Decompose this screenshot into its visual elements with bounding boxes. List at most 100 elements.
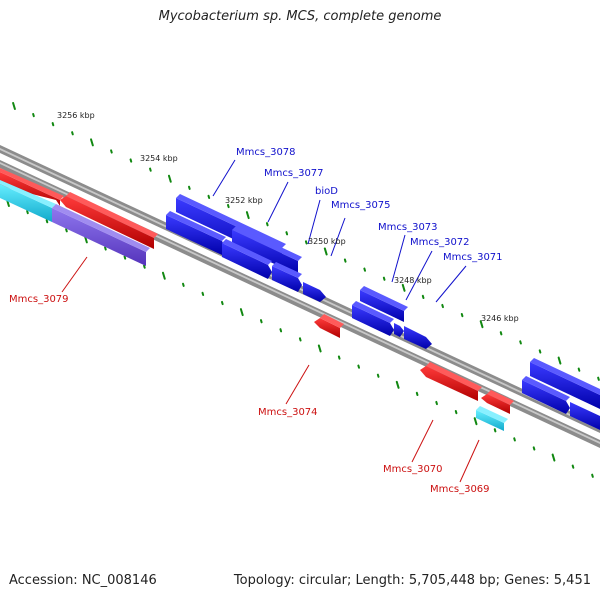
minor-tick: [279, 328, 283, 333]
minor-tick: [415, 391, 419, 397]
minor-tick: [376, 373, 380, 378]
major-tick: [323, 247, 328, 256]
major-tick: [395, 380, 400, 389]
feature-right-fwd-3[interactable]: [570, 402, 600, 430]
feature-mmcs-3073[interactable]: [360, 286, 408, 322]
major-tick: [12, 102, 16, 110]
feature-mmcs-3077[interactable]: [232, 226, 302, 275]
minor-tick: [591, 473, 594, 478]
minor-tick: [265, 222, 269, 227]
minor-tick: [357, 364, 361, 369]
feature-mmcs-3072[interactable]: [352, 301, 394, 336]
minor-tick: [259, 319, 263, 324]
inner-tick-row: [6, 199, 594, 478]
minor-tick: [577, 367, 581, 372]
feature-mmcs-3075[interactable]: [222, 239, 272, 279]
minor-tick: [32, 112, 35, 118]
label-mmcs-3077[interactable]: Mmcs_3077: [264, 168, 324, 179]
feature-mmcs-3070[interactable]: [420, 362, 482, 401]
label-mmcs-3072[interactable]: Mmcs_3072: [410, 237, 470, 248]
label-mmcs-3078[interactable]: Mmcs_3078: [236, 147, 296, 158]
major-tick: [167, 174, 172, 183]
label-mmcs-3074[interactable]: Mmcs_3074: [258, 407, 318, 418]
label-biod[interactable]: bioD: [315, 186, 338, 197]
minor-tick: [226, 203, 230, 209]
minor-tick: [363, 267, 367, 272]
minor-tick: [513, 437, 516, 442]
minor-tick: [499, 331, 503, 336]
feature-mmcs-3069[interactable]: [476, 406, 508, 431]
minor-tick: [532, 446, 536, 451]
major-tick: [317, 344, 322, 353]
label-mmcs-3069[interactable]: Mmcs_3069: [430, 484, 490, 495]
tick-labels: 3256 kbp 3254 kbp 3252 kbp 3250 kbp 3248…: [57, 111, 519, 323]
minor-tick: [26, 209, 29, 215]
feature-mmcs-3074-fwd[interactable]: [272, 262, 302, 292]
minor-tick: [65, 228, 68, 233]
feature-biod[interactable]: [166, 211, 226, 255]
reverse-features: [0, 168, 514, 431]
minor-tick: [493, 428, 497, 433]
minor-tick: [143, 264, 146, 269]
minor-tick: [188, 185, 191, 190]
minor-tick: [220, 300, 224, 306]
minor-tick: [45, 219, 49, 224]
feature-labels: Mmcs_3078 Mmcs_3077 bioD Mmcs_3075 Mmcs_…: [9, 147, 503, 495]
outer-tick-row: [12, 102, 600, 381]
feature-right-fwd-1[interactable]: [530, 358, 600, 409]
minor-tick: [421, 294, 425, 300]
minor-tick: [441, 303, 444, 309]
major-tick: [479, 320, 484, 329]
minor-tick: [71, 131, 74, 136]
genome-summary: Topology: circular; Length: 5,705,448 bp…: [233, 573, 591, 588]
feature-mmcs-3074[interactable]: [314, 314, 344, 338]
label-mmcs-3071[interactable]: Mmcs_3071: [443, 252, 503, 263]
minor-tick: [304, 240, 308, 245]
major-tick: [473, 417, 478, 426]
accession-text: Accession: NC_008146: [9, 573, 157, 588]
major-tick: [551, 453, 556, 462]
minor-tick: [129, 158, 133, 163]
label-mmcs-3075[interactable]: Mmcs_3075: [331, 200, 391, 211]
major-tick: [401, 283, 406, 292]
tick-label-3254: 3254 kbp: [140, 154, 178, 163]
minor-tick: [538, 349, 542, 354]
minor-tick: [454, 410, 458, 415]
label-mmcs-3070[interactable]: Mmcs_3070: [383, 464, 443, 475]
label-mmcs-3073[interactable]: Mmcs_3073: [378, 222, 438, 233]
minor-tick: [460, 313, 464, 318]
leader-lines: [61, 159, 480, 483]
minor-tick: [285, 231, 289, 236]
tick-label-3256: 3256 kbp: [57, 111, 95, 120]
minor-tick: [571, 464, 575, 469]
map-title: Mycobacterium sp. MCS, complete genome: [158, 9, 442, 24]
feature-small-fwd-2[interactable]: [394, 323, 404, 337]
major-tick: [90, 138, 94, 147]
major-tick: [245, 211, 250, 220]
feature-right-fwd-2[interactable]: [522, 376, 570, 414]
feature-left-red-1[interactable]: [0, 168, 64, 206]
minor-tick: [182, 282, 185, 287]
minor-tick: [110, 149, 113, 154]
feature-left-cyan[interactable]: [0, 180, 56, 222]
forward-features: [166, 194, 600, 430]
minor-tick: [435, 400, 438, 406]
major-tick: [557, 356, 562, 365]
tick-label-3246: 3246 kbp: [481, 314, 519, 323]
minor-tick: [207, 194, 211, 200]
feature-mmcs-3071[interactable]: [404, 326, 432, 349]
feature-left-purple[interactable]: [52, 204, 150, 266]
minor-tick: [519, 340, 522, 345]
major-tick: [239, 308, 244, 317]
minor-tick: [382, 276, 386, 281]
minor-tick: [51, 122, 55, 127]
tick-label-3252: 3252 kbp: [225, 196, 263, 205]
feature-small-fwd-1[interactable]: [303, 282, 326, 302]
feature-mmcs-3070b[interactable]: [481, 390, 514, 414]
feature-mmcs-3079[interactable]: [60, 192, 158, 249]
minor-tick: [123, 255, 127, 260]
minor-tick: [298, 337, 302, 342]
label-mmcs-3079[interactable]: Mmcs_3079: [9, 294, 69, 305]
minor-tick: [597, 376, 600, 381]
